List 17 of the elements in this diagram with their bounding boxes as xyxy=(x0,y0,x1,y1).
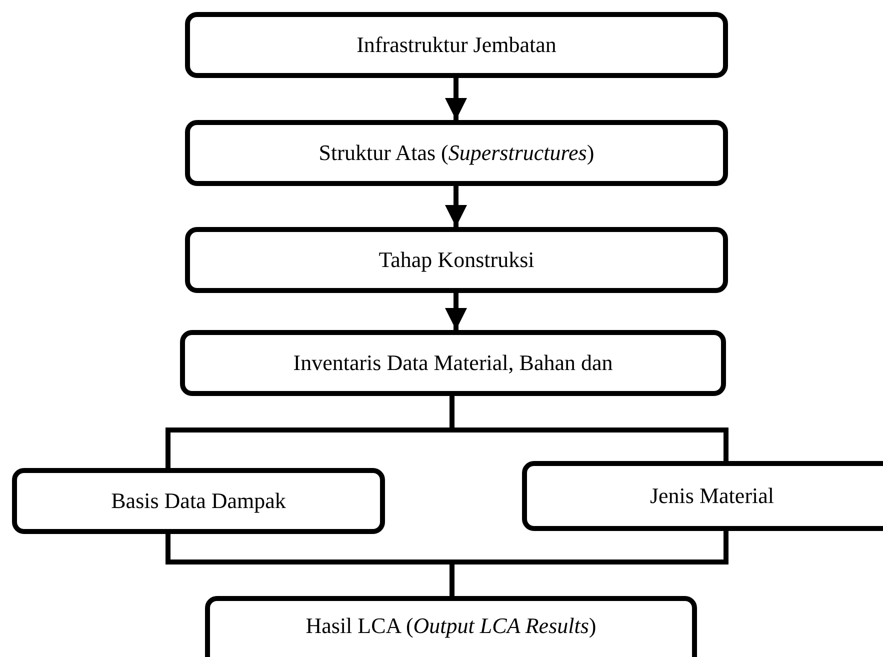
process-box xyxy=(522,461,883,531)
arrow xyxy=(445,186,467,227)
box-label: Basis Data Dampak xyxy=(111,488,286,514)
process-box xyxy=(180,330,726,396)
process-box xyxy=(185,120,728,186)
box-label: Hasil LCA (Output LCA Results) xyxy=(306,613,596,639)
process-box xyxy=(185,12,728,78)
arrow xyxy=(445,78,467,120)
box-label: Struktur Atas (Superstructures) xyxy=(318,140,594,166)
process-box xyxy=(185,227,728,293)
box-label: Infrastruktur Jembatan xyxy=(356,32,556,58)
box-label: Jenis Material xyxy=(650,483,774,509)
box-label: Tahap Konstruksi xyxy=(378,247,534,273)
process-box xyxy=(205,596,697,657)
process-box xyxy=(12,468,385,534)
arrow xyxy=(445,293,467,330)
box-label: Inventaris Data Material, Bahan dan xyxy=(293,350,613,376)
